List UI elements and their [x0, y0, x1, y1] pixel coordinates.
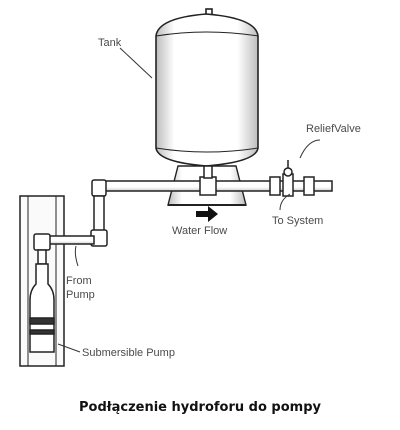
label-from: From [66, 275, 92, 287]
tank-body [155, 13, 259, 167]
label-to-system: To System [272, 215, 323, 227]
elbow-top [91, 179, 107, 197]
pump-pipe [33, 233, 95, 265]
coupling-right [303, 176, 315, 196]
coupling-left [269, 176, 281, 196]
tank-tee [199, 176, 217, 196]
figure-caption: Podłączenie hydroforu do pompy [79, 400, 321, 415]
leader-lines [57, 47, 321, 353]
down-pipe [90, 179, 108, 247]
label-submersible-pump: Submersible Pump [82, 347, 175, 359]
main-pipe [103, 165, 333, 196]
relief-valve [282, 160, 294, 197]
label-relief-valve: ReliefValve [306, 123, 361, 135]
label-tank: Tank [98, 37, 122, 49]
label-water-flow: Water Flow [172, 225, 227, 237]
pump-elbow [33, 233, 51, 251]
submersible-pump [29, 263, 55, 353]
water-flow-arrow [196, 206, 218, 222]
pressure-tank [155, 8, 259, 167]
label-pump: Pump [66, 289, 95, 301]
